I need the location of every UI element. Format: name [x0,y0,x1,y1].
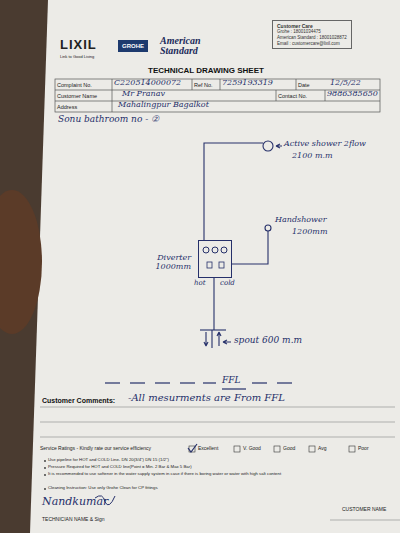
field-label: Ref No. [194,82,213,88]
valve-knob [203,247,209,253]
rating-label: Service Ratings - Kindly rate our servic… [40,446,151,452]
node-text: Diverter 1000mm [135,253,191,271]
field-label: Complaint No. [57,82,92,88]
pipe-label: cold [220,280,235,288]
fitting-label: Handshower [275,216,327,225]
node-text: Customer Care [277,23,347,29]
customer-care-box: Customer CareGrohe : 18001034475American… [272,20,352,49]
logo-text: LIXIL [60,38,97,52]
instruction-note: Cleaning Instruction: Use only Grohe Cle… [48,486,388,491]
pipe-lines [200,141,282,348]
instruction-note: Use pipeline for HOT and COLD Line- DN 2… [48,458,388,463]
sign-line [330,520,400,521]
field-value: Mr Pranav [122,90,165,99]
field-label: Address [57,104,77,110]
bullet-dots [44,460,46,490]
valve-port [207,262,212,268]
level-label: FFL [222,376,240,386]
field-label: TECHNICIAN NAME & Sign [42,517,105,523]
logo-text: American Standard [160,36,218,56]
hand [0,190,42,334]
valve-knob [212,247,218,253]
rating-option: Good [283,446,295,452]
field-value: C220514000072 [114,79,181,88]
rating-checkboxes [188,444,355,452]
pipe-label: hot [194,280,206,288]
sheet-title: TECHNICAL DRAWING SHEET [148,67,264,76]
field-label: CUSTOMER NAME [342,507,386,513]
valve-knobs [198,240,232,278]
field-label: Date [298,82,310,88]
field-value: 9886385650 [327,90,378,99]
instruction-note: Pressure Required for HOT and COLD line(… [48,465,388,470]
node-text: Grohe : 18001034475 [277,29,347,35]
field-value: 7259193319 [222,79,273,88]
brand-logo-box: GROHE [118,40,148,52]
field-value: 12/5/22 [330,79,361,88]
field-label: Contact No. [278,93,307,99]
dimension: 2100 m.m [292,152,333,161]
field-value: Mahalingpur Bagalkot [118,101,209,110]
fitting-label: Active shower 2flow [284,140,366,149]
tagline: Link to Good Living [60,55,94,59]
ffl-dashes [105,383,292,389]
signature: Nandkumar [42,496,108,508]
node-text: Email : customercare@lixil.com [277,41,347,47]
rating-option: Avg [318,446,327,452]
comment-lines [40,407,395,437]
form-table [55,79,380,112]
comment-text: -All mesurments are From FFL [128,392,285,403]
valve-knob [221,247,227,253]
instruction-note: It is recommended to use softener in the… [48,472,388,477]
field-label: Customer Comments: [42,397,115,405]
node-text: American Standard : 18001028872 [277,35,347,41]
dimension: 1200mm [292,228,328,237]
location-note: Sonu bathroom no - ② [58,115,159,125]
fitting-label: spout 600 m.m [234,336,302,346]
field-label: Customer Name [57,93,97,99]
diverter-box: Diverter 1000mm [198,240,232,278]
rating-option: Poor [358,446,369,452]
node-text: GROHE [122,43,144,49]
valve-port [219,262,224,268]
rating-option: V. Good [243,446,261,452]
paper-sheet [30,0,400,533]
rating-option: Excellent [198,446,218,452]
